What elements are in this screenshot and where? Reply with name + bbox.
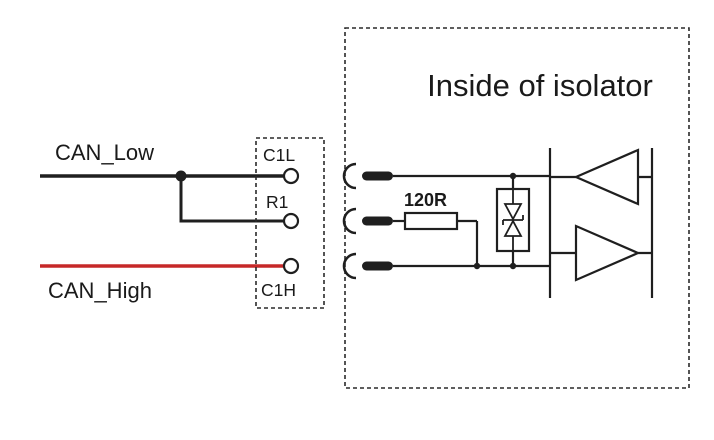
terminal-c1l-label: C1L <box>263 145 295 165</box>
connector-plug-icon-c1h <box>342 252 393 280</box>
terminal-r1-label: R1 <box>266 192 288 212</box>
terminal-block: C1L R1 C1H <box>255 137 325 309</box>
resistor-body <box>403 211 459 231</box>
can-low-wire: CAN_Low <box>40 140 284 223</box>
terminal-r1-pin <box>282 212 300 230</box>
internal-wiring <box>393 172 550 270</box>
connector-plug-icon-r1 <box>342 207 393 235</box>
can-high-label: CAN_High <box>48 278 152 303</box>
isolator-boundary-box <box>344 27 690 389</box>
tvs-bottom-diode-icon <box>503 219 523 237</box>
resistor-value-label: 120R <box>404 190 447 210</box>
terminal-c1h-pin <box>282 257 300 275</box>
connector-plug-icon-c1l <box>342 162 393 190</box>
can-low-branch-line <box>179 176 284 223</box>
termination-resistor: 120R <box>403 190 459 231</box>
driver-triangle-icon <box>573 148 640 206</box>
isolator-boundary: Inside of isolator <box>344 27 690 389</box>
isolator-title: Inside of isolator <box>427 68 653 103</box>
resistor-right-lead <box>457 219 479 266</box>
wire-junction-dot <box>473 262 481 270</box>
can-low-label: CAN_Low <box>55 140 154 165</box>
terminal-c1h-label: C1H <box>261 280 296 300</box>
tvs-diode <box>495 176 531 266</box>
plug-arc-icon <box>342 162 357 190</box>
tvs-top-diode-icon <box>503 203 523 221</box>
receiver-triangle-icon <box>574 224 641 282</box>
plug-arc-icon <box>342 252 357 280</box>
transceiver <box>548 148 654 298</box>
plug-bar-icon <box>362 216 393 226</box>
plug-bar-icon <box>362 171 393 181</box>
plug-arc-icon <box>342 207 357 235</box>
can-high-wire: CAN_High <box>40 264 284 303</box>
plug-bar-icon <box>362 261 393 271</box>
terminal-c1l-pin <box>282 167 300 185</box>
